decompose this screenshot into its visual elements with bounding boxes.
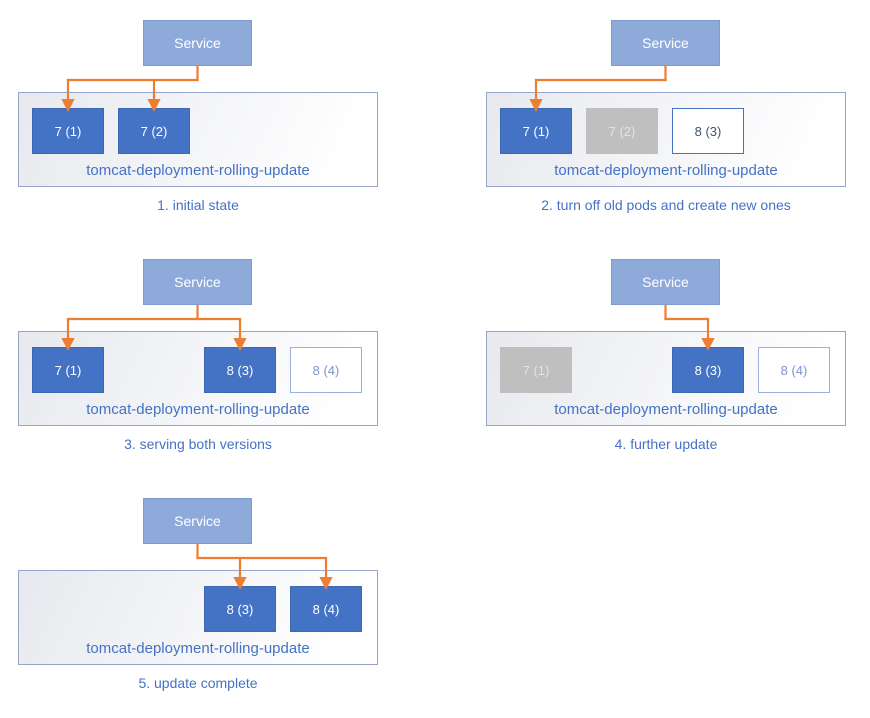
pod-8-3: 8 (3) (672, 347, 744, 393)
pod-8-4: 8 (4) (290, 347, 362, 393)
pod-7-1: 7 (1) (500, 347, 572, 393)
panel-inner: Service tomcat-deployment-rolling-update… (468, 0, 870, 239)
panel-caption: 4. further update (614, 436, 718, 452)
deployment-label: tomcat-deployment-rolling-update (86, 640, 310, 657)
deployment-label: tomcat-deployment-rolling-update (86, 401, 310, 418)
deployment-label: tomcat-deployment-rolling-update (86, 162, 310, 179)
pods-group: 7 (1) 8 (3) 8 (4) (468, 239, 870, 478)
panel-caption: 3. serving both versions (124, 436, 272, 452)
panel-2: Service tomcat-deployment-rolling-update… (435, 0, 870, 239)
panel-5: Service tomcat-deployment-rolling-update… (0, 478, 435, 717)
deployment-label: tomcat-deployment-rolling-update (554, 401, 778, 418)
panel-inner: Service tomcat-deployment-rolling-update… (468, 239, 870, 478)
service-box: Service (143, 20, 252, 66)
service-label: Service (642, 35, 689, 51)
panel-caption: 2. turn off old pods and create new ones (541, 197, 791, 213)
pods-group: 7 (1) 7 (2) (0, 0, 402, 239)
pod-7-1: 7 (1) (32, 347, 104, 393)
pod-8-4: 8 (4) (758, 347, 830, 393)
service-box: Service (143, 259, 252, 305)
pod-8-4: 8 (4) (290, 586, 362, 632)
panel-3: Service tomcat-deployment-rolling-update… (0, 239, 435, 478)
pod-7-1: 7 (1) (32, 108, 104, 154)
pods-group: 7 (1) 7 (2) 8 (3) (468, 0, 870, 239)
deployment-label: tomcat-deployment-rolling-update (554, 162, 778, 179)
pod-7-2: 7 (2) (586, 108, 658, 154)
panel-caption: 1. initial state (157, 197, 239, 213)
pods-group: 8 (3) 8 (4) (0, 478, 402, 717)
panel-4: Service tomcat-deployment-rolling-update… (435, 239, 870, 478)
pod-8-3: 8 (3) (204, 586, 276, 632)
pod-8-3: 8 (3) (672, 108, 744, 154)
service-box: Service (611, 259, 720, 305)
panel-inner: Service tomcat-deployment-rolling-update… (0, 239, 402, 478)
service-box: Service (611, 20, 720, 66)
panel-inner: Service tomcat-deployment-rolling-update… (0, 0, 402, 239)
pod-7-2: 7 (2) (118, 108, 190, 154)
pod-8-3: 8 (3) (204, 347, 276, 393)
pods-group: 7 (1) 8 (3) 8 (4) (0, 239, 402, 478)
service-label: Service (174, 274, 221, 290)
panel-caption: 5. update complete (138, 675, 258, 691)
service-label: Service (174, 35, 221, 51)
service-box: Service (143, 498, 252, 544)
panel-inner: Service tomcat-deployment-rolling-update… (0, 478, 402, 717)
service-label: Service (642, 274, 689, 290)
pod-7-1: 7 (1) (500, 108, 572, 154)
service-label: Service (174, 513, 221, 529)
panel-1: Service tomcat-deployment-rolling-update… (0, 0, 435, 239)
